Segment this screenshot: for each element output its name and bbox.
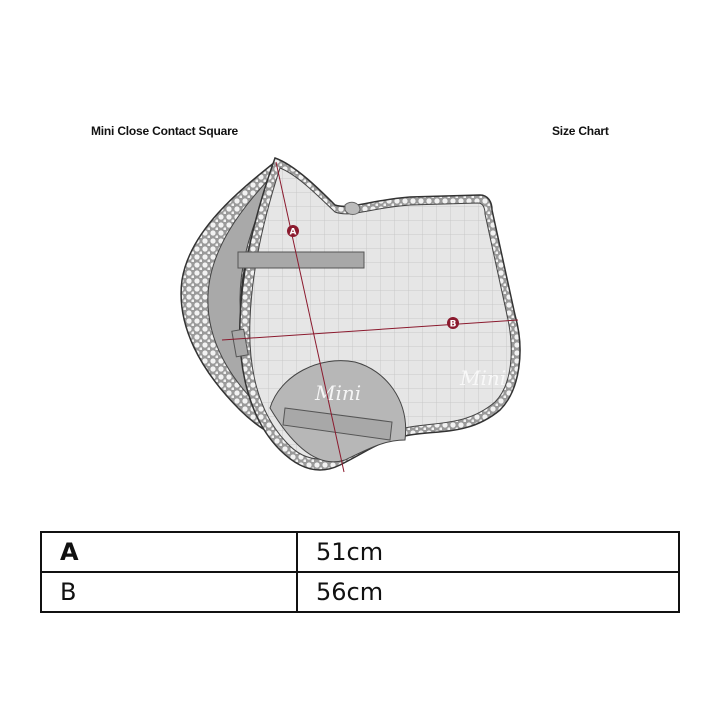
- row-label: B: [40, 571, 298, 613]
- girth-strap-top: [237, 251, 365, 269]
- logo-corner: Mini: [459, 366, 506, 390]
- table-row: B 56cm: [40, 571, 680, 613]
- girth-strap-bottom: [282, 407, 393, 441]
- svg-text:B: B: [450, 320, 457, 330]
- svg-text:A: A: [290, 228, 297, 238]
- measure-line-b: [221, 319, 519, 341]
- row-value: 51cm: [296, 531, 680, 573]
- marker-b: B: [447, 317, 459, 330]
- measure-line-a: [275, 161, 345, 473]
- table-row: A 51cm: [40, 531, 680, 573]
- product-title: Mini Close Contact Square: [91, 124, 239, 138]
- logo-panel: Mini: [314, 381, 361, 405]
- saddle-pad-diagram: Mini Mini A B: [180, 157, 521, 473]
- marker-a: A: [287, 225, 299, 238]
- size-chart-title: Size Chart: [552, 124, 609, 138]
- row-value: 56cm: [296, 571, 680, 613]
- size-table: A 51cm B 56cm: [40, 531, 680, 613]
- row-label: A: [40, 531, 298, 573]
- side-tab: [231, 328, 249, 358]
